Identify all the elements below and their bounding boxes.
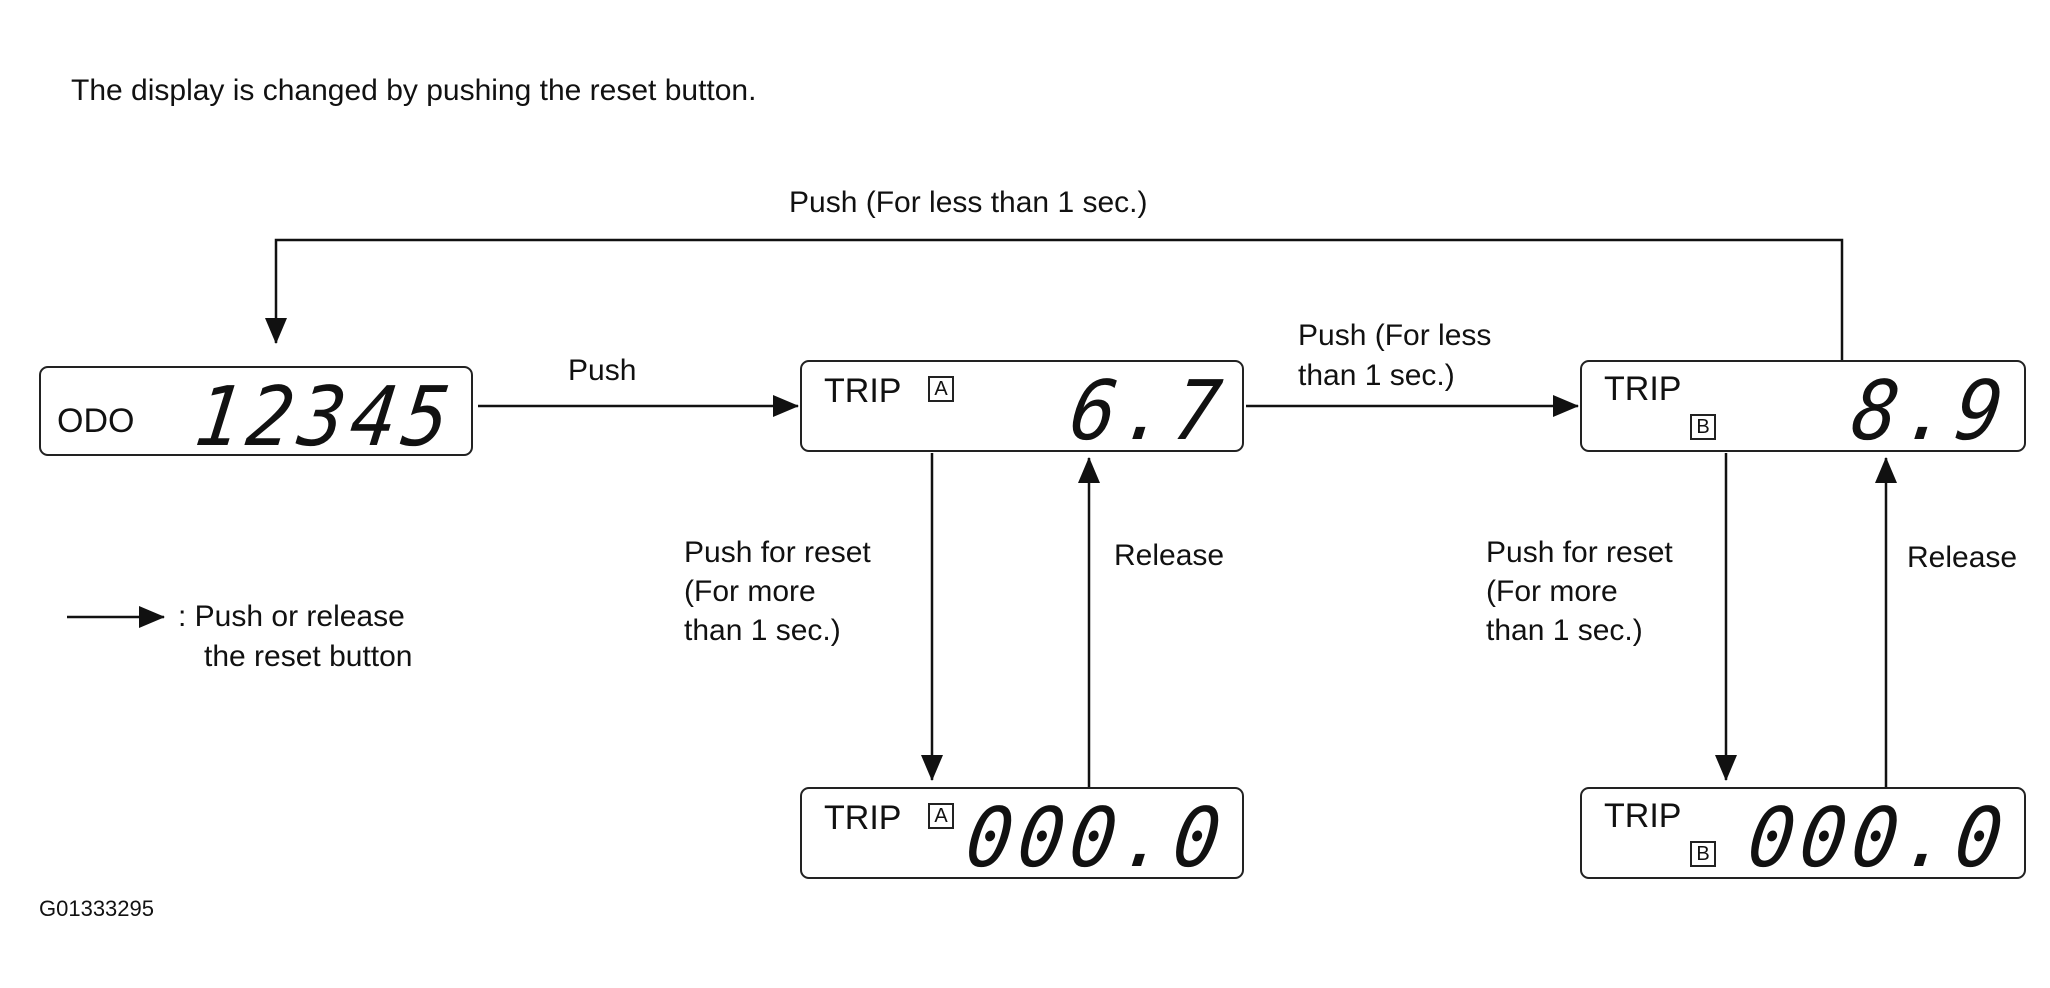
label-reset-b-2: (For more <box>1486 575 1618 608</box>
label-reset-a-2: (For more <box>684 575 816 608</box>
label-reset-b-1: Push for reset <box>1486 536 1673 569</box>
label-odo-to-tripa: Push <box>568 354 637 387</box>
legend-line-2: the reset button <box>204 640 413 673</box>
trip-a-value: 6.7 <box>1064 362 1233 459</box>
trip-b-reset-display: TRIP B 000.0 <box>1580 787 2026 886</box>
label-tripa-to-tripb-2: than 1 sec.) <box>1298 359 1455 392</box>
trip-b-label: TRIP <box>1604 370 1682 408</box>
legend-line-1: : Push or release <box>178 600 405 633</box>
trip-a-display: TRIP A 6.7 <box>800 360 1244 459</box>
trip-b-reset-value: 000.0 <box>1743 789 2015 886</box>
intro-text: The display is changed by pushing the re… <box>71 74 757 107</box>
trip-b-value: 8.9 <box>1846 362 2015 459</box>
label-tripa-to-tripb-1: Push (For less <box>1298 319 1492 352</box>
arrow-loop-tripb-to-odo <box>265 238 1844 361</box>
trip-b-reset-mark: B <box>1690 841 1716 867</box>
label-reset-b-3: than 1 sec.) <box>1486 614 1643 647</box>
odo-display: ODO 12345 <box>39 366 473 465</box>
trip-b-reset-label: TRIP <box>1604 797 1682 835</box>
trip-a-reset-mark: A <box>928 803 954 829</box>
trip-a-reset-label: TRIP <box>824 799 902 837</box>
trip-b-mark: B <box>1690 414 1716 440</box>
trip-a-label: TRIP <box>824 372 902 410</box>
trip-a-reset-display: TRIP A 000.0 <box>800 787 1244 886</box>
label-reset-a-3: than 1 sec.) <box>684 614 841 647</box>
label-reset-a-1: Push for reset <box>684 536 871 569</box>
figure-code: G01333295 <box>39 896 154 921</box>
trip-a-mark: A <box>928 376 954 402</box>
trip-b-display: TRIP B 8.9 <box>1580 360 2026 459</box>
odo-label: ODO <box>57 402 135 440</box>
trip-a-reset-value: 000.0 <box>961 789 1233 886</box>
label-release-b: Release <box>1907 541 2018 574</box>
odo-value: 12345 <box>190 368 462 465</box>
label-release-a: Release <box>1114 539 1225 572</box>
label-top-loop: Push (For less than 1 sec.) <box>789 186 1148 219</box>
